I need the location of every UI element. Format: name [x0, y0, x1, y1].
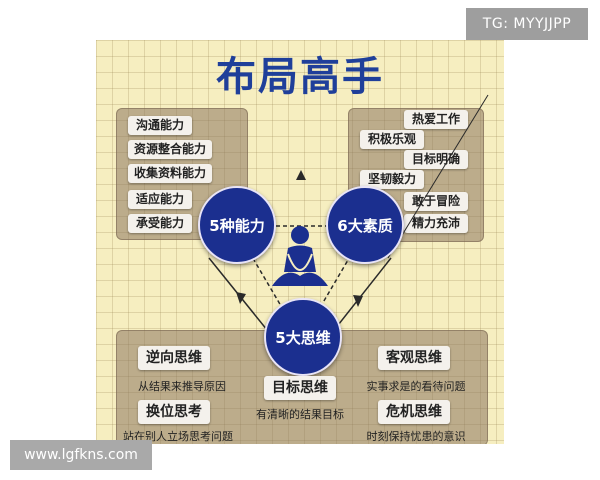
qualities-circle: 6大素质: [326, 186, 404, 264]
thinking-circle: 5大思维: [264, 298, 342, 376]
ability-item: 资源整合能力: [128, 140, 212, 159]
ability-item: 沟通能力: [128, 116, 192, 135]
thinking-item: 危机思维: [378, 400, 450, 424]
arrow-left-icon: [236, 292, 246, 304]
ability-item: 收集资料能力: [128, 164, 212, 183]
thinking-item: 换位思考: [138, 400, 210, 424]
thinking-item: 客观思维: [378, 346, 450, 370]
poster: 布局高手 沟通能力 资源整合能力 收集资料能力 适应能力 承受能力 热爱工作 积…: [96, 40, 504, 444]
guide-line: [387, 94, 489, 259]
thinking-item: 逆向思维: [138, 346, 210, 370]
corner-watermark: TG: MYYJJPP: [466, 8, 588, 40]
quality-item: 积极乐观: [360, 130, 424, 149]
quality-item: 热爱工作: [404, 110, 468, 129]
abilities-circle: 5种能力: [198, 186, 276, 264]
poster-title: 布局高手: [216, 54, 384, 100]
arrow-top-icon: [296, 170, 306, 180]
ability-item: 承受能力: [128, 214, 192, 233]
quality-item: 目标明确: [404, 150, 468, 169]
dashed-triangle: [232, 225, 370, 342]
meditation-figure-icon: [272, 226, 328, 286]
thinking-desc: 从结果来推导原因: [138, 380, 226, 393]
site-watermark: www.lgfkns.com: [10, 440, 152, 470]
thinking-desc: 有清晰的结果目标: [256, 408, 344, 421]
arrow-right-icon: [353, 295, 363, 307]
thinking-desc: 站在别人立场思考问题: [123, 430, 233, 443]
ability-item: 适应能力: [128, 190, 192, 209]
thinking-desc: 时刻保持忧患的意识: [366, 430, 466, 443]
thinking-desc: 实事求是的看待问题: [366, 380, 466, 393]
quality-item: 精力充沛: [404, 214, 468, 233]
thinking-item: 目标思维: [264, 376, 336, 400]
quality-item: 坚韧毅力: [360, 170, 424, 189]
